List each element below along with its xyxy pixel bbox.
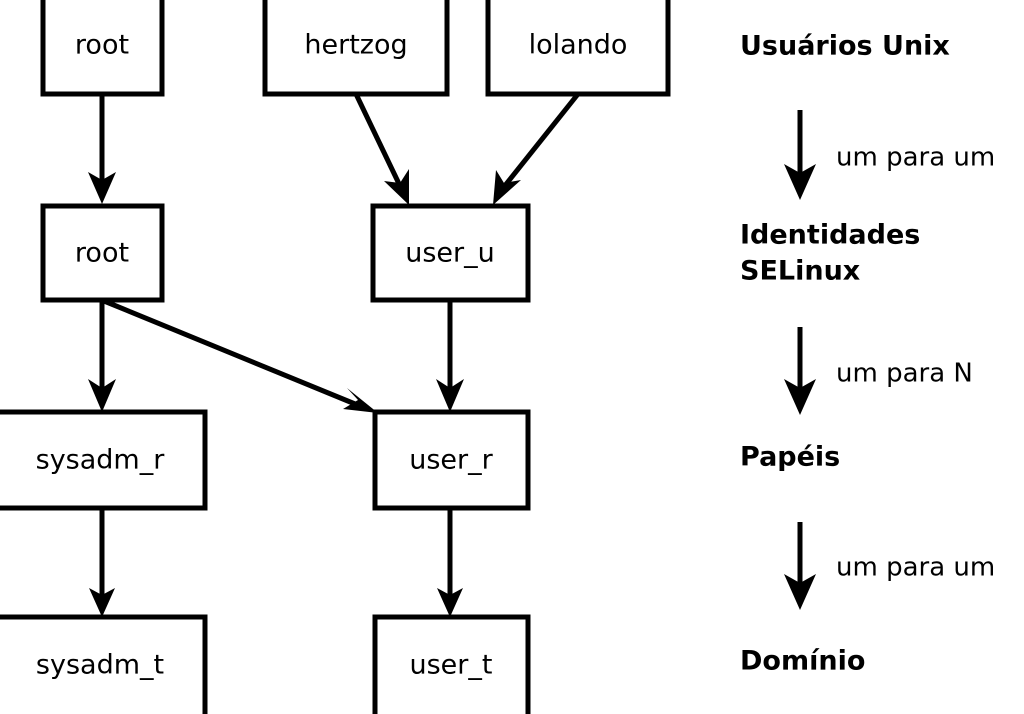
legend-relation-identity-to-role: um para N <box>836 359 973 389</box>
arrowhead-icon <box>88 379 116 412</box>
edge-sysadm-r-to-sysadm-t <box>89 508 115 617</box>
edge-group <box>88 92 580 617</box>
node-label: user_r <box>409 445 493 476</box>
legend-stage-domains: Domínio <box>740 646 865 677</box>
arrowhead-icon <box>88 172 116 204</box>
node-unix-hertzog[interactable]: hertzog <box>262 0 450 97</box>
edge-line <box>103 298 361 409</box>
node-box[interactable] <box>0 409 208 511</box>
legend-relation-role-to-domain: um para um <box>836 553 995 583</box>
node-label: user_t <box>410 650 493 681</box>
node-label: sysadm_t <box>36 650 164 681</box>
node-role-sysadm-r[interactable]: sysadm_r <box>0 409 208 511</box>
arrowhead-icon <box>784 164 816 200</box>
edge-lolando-to-user-u <box>493 92 580 205</box>
edge-user-u-to-user-r <box>436 300 464 412</box>
node-label: sysadm_r <box>36 445 166 476</box>
legend-relation-unix-to-identity: um para um <box>836 143 995 173</box>
node-label: root <box>75 238 129 269</box>
legend-stage-selinux-identities-line1: Identidades <box>740 220 920 251</box>
node-unix-lolando[interactable]: lolando <box>485 0 671 97</box>
edge-unix-root-to-selinux-root <box>88 94 116 204</box>
node-group: root hertzog lolando root user_u sysadm_ <box>0 0 671 714</box>
node-label: user_u <box>405 238 495 269</box>
node-box[interactable] <box>262 0 450 97</box>
arrowhead-icon <box>384 169 409 205</box>
node-box[interactable] <box>485 0 671 97</box>
edge-hertzog-to-user-u <box>353 92 409 205</box>
edge-line <box>353 92 404 190</box>
arrowhead-icon <box>343 388 378 413</box>
legend-arrow-unix-to-identity <box>784 110 816 200</box>
legend-stage-unix-users: Usuários Unix <box>740 31 950 62</box>
edge-selinux-root-to-user-r <box>103 298 378 413</box>
node-box[interactable] <box>372 614 531 714</box>
legend-stage-roles: Papéis <box>740 442 840 473</box>
node-box[interactable] <box>40 203 165 303</box>
node-box[interactable] <box>40 0 165 97</box>
node-role-user-r[interactable]: user_r <box>372 409 531 511</box>
arrowhead-icon <box>493 170 521 205</box>
node-label: root <box>75 30 129 61</box>
legend-stage-selinux-identities-line2: SELinux <box>740 256 860 287</box>
node-selinux-root[interactable]: root <box>40 203 165 303</box>
arrowhead-icon <box>784 574 816 610</box>
node-box[interactable] <box>370 203 531 303</box>
node-box[interactable] <box>372 409 531 511</box>
node-label: lolando <box>529 30 628 61</box>
node-selinux-user-u[interactable]: user_u <box>370 203 531 303</box>
edge-user-r-to-user-t <box>437 508 463 617</box>
legend-arrow-identity-to-role <box>784 327 816 415</box>
arrowhead-icon <box>437 588 463 617</box>
node-label: hertzog <box>304 30 407 61</box>
legend-arrow-role-to-domain <box>784 522 816 610</box>
node-domain-sysadm-t[interactable]: sysadm_t <box>0 614 208 714</box>
arrowhead-icon <box>436 379 464 412</box>
node-domain-user-t[interactable]: user_t <box>372 614 531 714</box>
edge-selinux-root-to-sysadm-r <box>88 300 116 412</box>
edge-line <box>501 92 580 190</box>
arrowhead-icon <box>89 588 115 617</box>
arrowhead-icon <box>784 379 816 415</box>
node-box[interactable] <box>0 614 208 714</box>
legend-column: Usuários Unix um para um Identidades SEL… <box>740 31 995 677</box>
node-unix-root[interactable]: root <box>40 0 165 97</box>
